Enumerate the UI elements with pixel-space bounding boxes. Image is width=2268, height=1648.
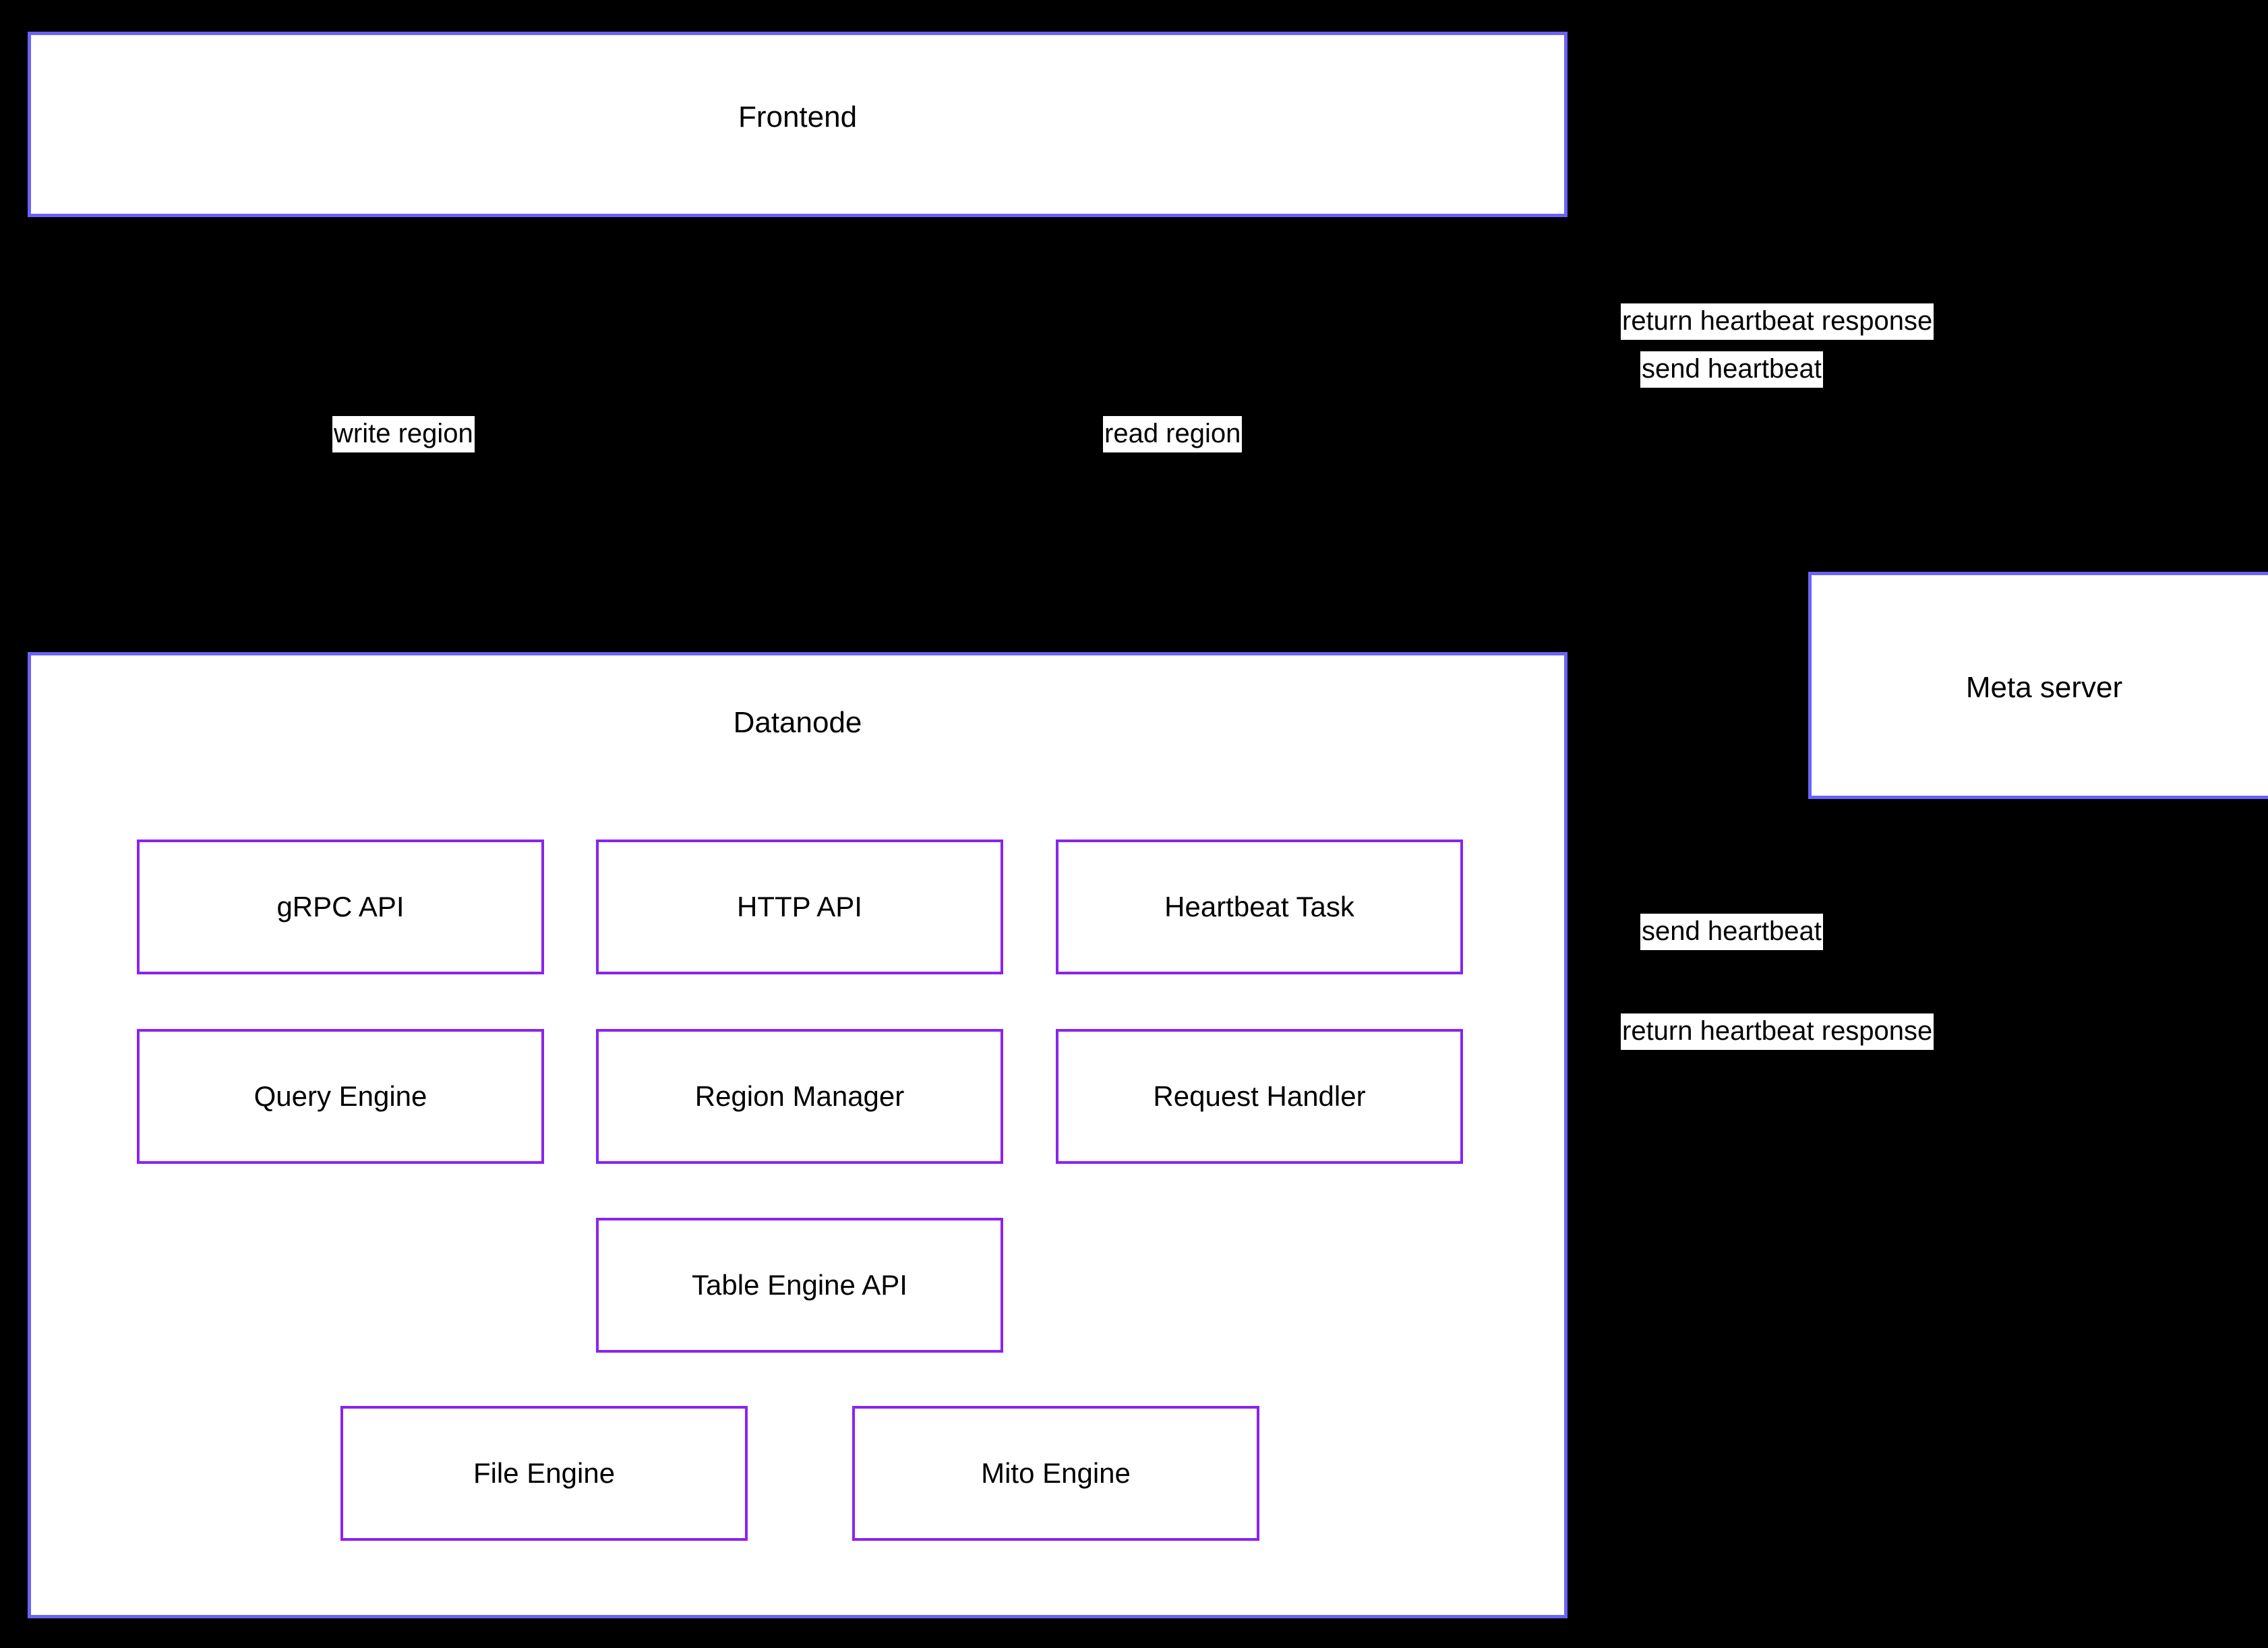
query-engine-node[interactable]: Query Engine [137, 1029, 544, 1164]
frontend-node[interactable]: Frontend [28, 32, 1568, 217]
meta-server-node[interactable]: Meta server [1808, 572, 2268, 799]
mito-engine-label: Mito Engine [981, 1457, 1131, 1489]
edge-label-datanode-return-heartbeat-response: return heartbeat response [1621, 1013, 1934, 1050]
frontend-title: Frontend [738, 100, 858, 134]
edge-meta-to-datanode-return-heartbeat [1564, 799, 1863, 1338]
heartbeat-task-node[interactable]: Heartbeat Task [1056, 840, 1463, 974]
datanode-title: Datanode [733, 706, 862, 739]
table-engine-api-node[interactable]: Table Engine API [596, 1218, 1003, 1353]
http-api-node[interactable]: HTTP API [596, 840, 1003, 974]
edge-meta-to-frontend-return-heartbeat [1564, 105, 1863, 572]
mito-engine-node[interactable]: Mito Engine [852, 1406, 1259, 1541]
file-engine-label: File Engine [473, 1457, 616, 1489]
edge-label-write-region: write region [332, 416, 475, 452]
grpc-api-node[interactable]: gRPC API [137, 840, 544, 974]
edge-label-frontend-send-heartbeat: send heartbeat [1640, 351, 1823, 388]
edge-label-datanode-send-heartbeat: send heartbeat [1640, 914, 1823, 950]
edge-label-read-region: read region [1103, 416, 1243, 452]
request-handler-label: Request Handler [1153, 1080, 1366, 1112]
region-manager-label: Region Manager [694, 1080, 905, 1112]
edge-datanode-to-meta-send-heartbeat [1568, 796, 1972, 1148]
http-api-label: HTTP API [737, 891, 862, 922]
grpc-api-label: gRPC API [276, 891, 405, 922]
query-engine-label: Query Engine [253, 1080, 427, 1112]
meta-server-title: Meta server [1965, 671, 2123, 704]
file-engine-node[interactable]: File Engine [340, 1406, 748, 1541]
datanode-node[interactable]: Datanode gRPC API HTTP API Heartbeat Tas… [28, 652, 1568, 1618]
table-engine-api-label: Table Engine API [692, 1269, 907, 1301]
edge-label-frontend-return-heartbeat-response: return heartbeat response [1621, 303, 1934, 340]
heartbeat-task-label: Heartbeat Task [1164, 891, 1354, 922]
region-manager-node[interactable]: Region Manager [596, 1029, 1003, 1164]
request-handler-node[interactable]: Request Handler [1056, 1029, 1463, 1164]
